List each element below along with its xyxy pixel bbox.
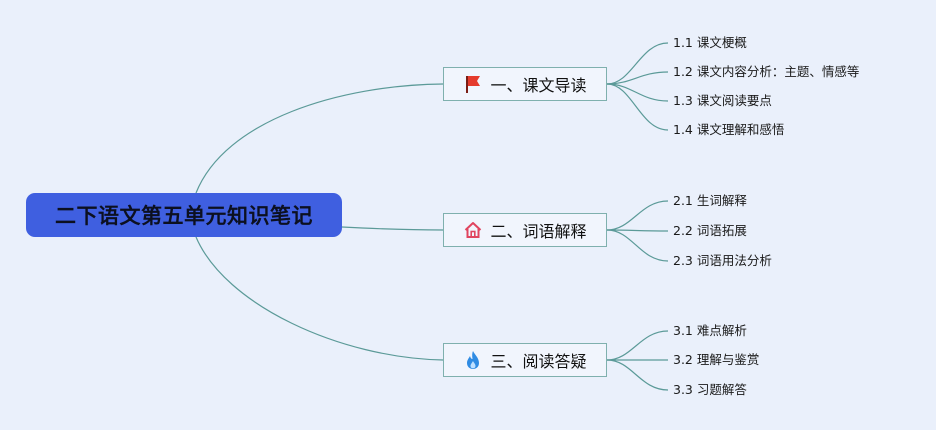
flag-icon [463,74,483,94]
fire-icon [463,350,483,370]
branch-topic-1[interactable]: 一、课文导读 [443,67,607,101]
house-icon [463,220,483,240]
leaf-topic[interactable]: 3.3 习题解答 [673,382,747,397]
leaf-topic[interactable]: 1.4 课文理解和感悟 [673,122,785,137]
leaf-topic[interactable]: 3.1 难点解析 [673,323,747,338]
branch-topic-2-label: 二、词语解释 [490,222,587,241]
branch-2-leaf-1-link [606,200,669,231]
root-topic[interactable]: 二下语文第五单元知识笔记 [26,193,342,237]
leaf-topic[interactable]: 2.1 生词解释 [673,193,747,208]
leaf-topic[interactable]: 1.3 课文阅读要点 [673,93,772,108]
branch-topic-3-label: 三、阅读答疑 [490,352,587,371]
branch-2-leaf-3-link [606,229,669,262]
branch-3-leaf-3-link [606,359,669,391]
branch-3-leaf-1-link [606,330,669,361]
branch-topic-1-label: 一、课文导读 [490,76,587,95]
leaf-topic[interactable]: 2.3 词语用法分析 [673,253,772,268]
branch-1-leaf-2-link [606,71,669,85]
leaf-topic[interactable]: 3.2 理解与鉴赏 [673,352,760,367]
root-to-branch-3-link [195,236,444,361]
leaf-topic[interactable]: 1.1 课文梗概 [673,35,747,50]
branch-1-leaf-1-link [606,42,669,85]
root-to-branch-1-link [195,83,444,194]
root-topic-label: 二下语文第五单元知识笔记 [55,204,313,228]
leaf-topic[interactable]: 1.2 课文内容分析：主题、情感等 [673,64,860,79]
leaf-topic[interactable]: 2.2 词语拓展 [673,223,747,238]
branch-2-leaf-2-link [606,229,669,232]
root-to-branch-2-link [341,226,444,231]
branch-1-leaf-4-link [606,83,669,131]
branch-topic-2[interactable]: 二、词语解释 [443,213,607,247]
branch-topic-3[interactable]: 三、阅读答疑 [443,343,607,377]
